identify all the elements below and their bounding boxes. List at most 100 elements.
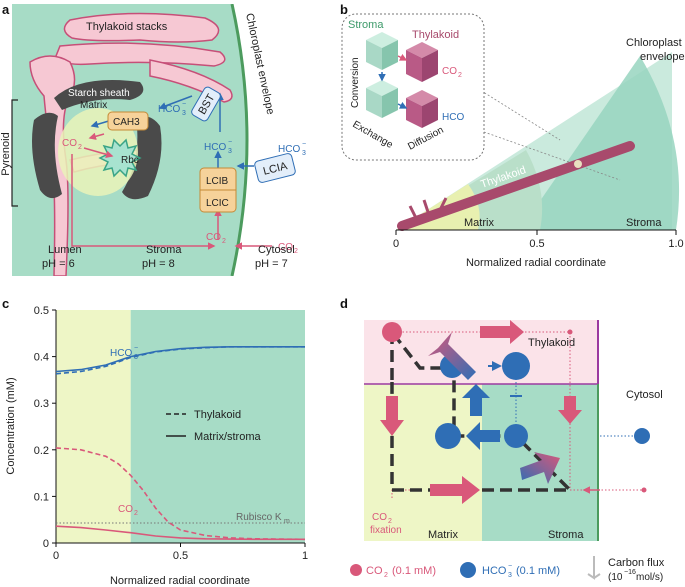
callout-lines xyxy=(449,79,621,181)
d-hco3-circle-4 xyxy=(504,424,528,448)
hco3-into-lumen-arrow xyxy=(158,95,193,110)
panel-b-label: b xyxy=(340,2,348,17)
cube-thylakoid-bottom xyxy=(406,90,438,128)
thylakoid-stacks-label: Thylakoid stacks xyxy=(86,21,168,33)
legend-hco3-sub: 3 xyxy=(508,572,512,579)
b-xlabel: Normalized radial coordinate xyxy=(466,257,606,269)
c-xlabel: Normalized radial coordinate xyxy=(110,575,250,587)
cytosol-label: Cytosol xyxy=(258,244,295,256)
b-tick-label-2: 1.0 xyxy=(668,238,683,250)
cytosol-region xyxy=(232,4,312,276)
c-xtick-label: 0.5 xyxy=(173,550,188,562)
d-hco3-circle-2 xyxy=(502,352,530,380)
cah3-box xyxy=(107,111,149,131)
inset-hco3-label: HCO xyxy=(442,112,464,123)
legend-hco3-sup: − xyxy=(508,563,512,570)
d-conversion-arrow-1 xyxy=(428,332,476,380)
b-tick-label-0: 0 xyxy=(393,238,399,250)
d-matrix-label: Matrix xyxy=(428,529,458,541)
hco3-lumen-sup: − xyxy=(182,101,186,108)
hco3-lumen-sub: 3 xyxy=(182,110,186,117)
matrix-label: Matrix xyxy=(80,100,107,111)
c-co2-label: CO xyxy=(118,504,133,515)
legend-dashed-label: Thylakoid xyxy=(194,409,241,421)
c-series-2 xyxy=(55,447,306,541)
pyrenoid-label: Pyrenoid xyxy=(0,132,12,175)
legend-co2-circle xyxy=(350,564,362,576)
rbc-icon xyxy=(98,138,142,178)
c-series-lines xyxy=(55,345,306,541)
flux-units-end: mol/s) xyxy=(636,572,663,583)
cube-thylakoid-top xyxy=(406,42,438,82)
legend-hco3-conc: (0.1 mM) xyxy=(516,565,560,577)
flux-units: (10 xyxy=(608,572,623,583)
c-series-3 xyxy=(55,525,305,541)
inset-thylakoid-label: Thylakoid xyxy=(412,29,459,41)
d-hco3-arrow-left xyxy=(466,422,500,450)
c-series-1 xyxy=(55,345,305,373)
hco3-stroma-sup: − xyxy=(228,139,232,146)
hco3-lumen-label: HCO xyxy=(158,104,180,115)
hco3-stroma-label: HCO xyxy=(204,142,226,153)
d-fixation-label: fixation xyxy=(370,525,402,536)
d-co2-node xyxy=(567,329,573,335)
d-co2-fix-label: CO xyxy=(372,512,387,523)
c-ytick-label: 0.1 xyxy=(34,491,49,503)
pyrenoid-bracket xyxy=(11,99,18,207)
inset-stroma-label: Stroma xyxy=(348,19,384,31)
d-co2-circle-thylakoid xyxy=(382,322,402,342)
co2-leak-arrow xyxy=(71,154,216,250)
hco3-cytosol-label: HCO xyxy=(278,144,300,155)
panel-c-label: c xyxy=(2,296,9,311)
co2-lumen-text: CO 2 xyxy=(62,138,82,151)
cube-stroma-top xyxy=(366,32,398,70)
hco3-cytosol-sub: 3 xyxy=(302,150,306,157)
co2-lumen-sub: 2 xyxy=(78,144,82,151)
c-stroma-background xyxy=(130,310,305,543)
c-hco3-sub: 3 xyxy=(134,354,138,361)
inset-co2-label: CO xyxy=(442,66,457,77)
thylakoid-stack-top xyxy=(63,12,220,43)
inset-conversion-label: Conversion xyxy=(350,57,361,108)
starch-plate-right xyxy=(122,116,162,200)
c-ytick-label: 0 xyxy=(43,538,49,550)
starch-sheath-label: Starch sheath xyxy=(68,88,130,99)
d-co2-arrow-down-left xyxy=(380,396,404,436)
c-xtick-label: 1 xyxy=(302,550,308,562)
thylakoid-stack-mid xyxy=(55,42,226,67)
b-tick-label-1: 0.5 xyxy=(529,238,544,250)
thylakoid-tubule-left xyxy=(29,55,76,276)
thylakoid-branches xyxy=(408,197,448,223)
d-conversion-arrow-2 xyxy=(520,452,560,484)
lcia-box xyxy=(254,153,296,183)
rubisco-label: Rubisco K xyxy=(236,512,282,523)
co2-cytosol-label: CO xyxy=(278,242,293,253)
d-hco3-circle-cytosol xyxy=(634,428,650,444)
bst-box xyxy=(191,86,221,122)
rbc-label: Rbc xyxy=(121,155,139,166)
chloroplast-envelope-line xyxy=(230,4,249,276)
d-co2-arrow-down-right xyxy=(558,396,582,424)
co2-lumen-label: CO xyxy=(62,138,77,149)
stroma-ph: pH = 8 xyxy=(142,258,175,270)
inset-exchange-arrow-2 xyxy=(397,101,408,109)
cytosol-ph: pH = 7 xyxy=(255,258,288,270)
c-matrix-background xyxy=(56,310,131,543)
lumen-ph: pH = 6 xyxy=(42,258,75,270)
legend-co2-label: CO xyxy=(366,565,383,577)
d-thylakoid-label: Thylakoid xyxy=(528,337,575,349)
stroma-outer xyxy=(520,56,680,230)
tube-cross-section xyxy=(574,160,582,168)
d-cytosol-label: Cytosol xyxy=(626,389,663,401)
flux-exp: −16 xyxy=(624,569,636,576)
d-stroma-label: Stroma xyxy=(548,529,584,541)
lcic-label: LCIC xyxy=(206,198,229,209)
d-co2-arrow-bottom xyxy=(430,476,480,504)
b-envelope-label-2: envelope xyxy=(640,51,685,63)
panel-d-label: d xyxy=(340,296,348,311)
d-matrix-bg xyxy=(364,384,482,541)
lcia-label: LCIA xyxy=(262,160,289,178)
carbon-flux-arrow-icon xyxy=(587,556,601,580)
